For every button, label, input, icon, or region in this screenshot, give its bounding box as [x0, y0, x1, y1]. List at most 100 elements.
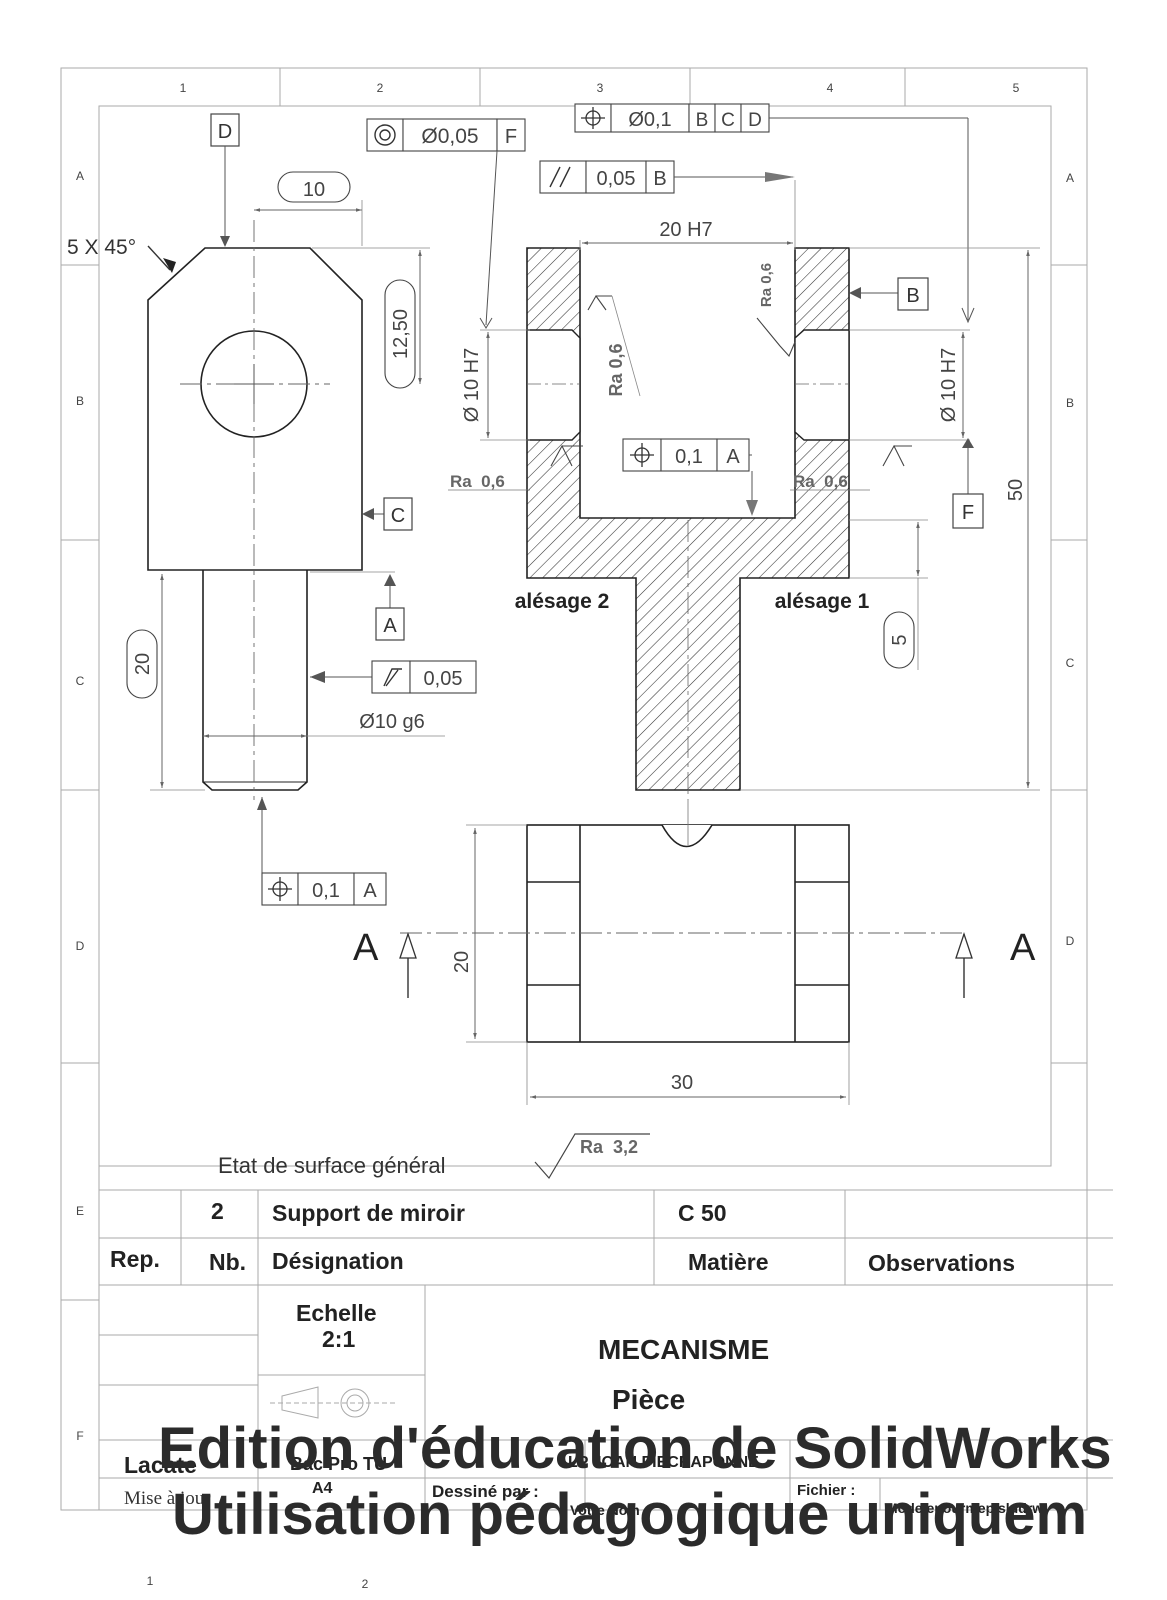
grid-row-d-right: D: [1066, 934, 1075, 948]
fcf-concentricity-datum: F: [505, 126, 517, 148]
datum-c-box: [383, 497, 413, 531]
runout-value: 0,05: [424, 668, 463, 690]
datum-f-label: F: [962, 502, 974, 524]
dim-shaft-length: 20: [132, 653, 154, 675]
tb-echelle-value: 2:1: [322, 1326, 356, 1352]
concentricity-icon: [374, 124, 396, 146]
label-alesage-2: alésage 2: [515, 590, 610, 613]
title-block: [99, 1189, 1113, 1510]
fcf-parallel-datum: B: [653, 168, 666, 190]
tb-nb-value: 2: [211, 1198, 224, 1224]
position-icon-low: [268, 877, 292, 901]
runout-icon: [383, 668, 402, 687]
roughness-symbol-3: [550, 444, 583, 467]
dim-12-50: 12,50: [390, 309, 412, 359]
grid-bottom-col-2: 2: [362, 1577, 369, 1591]
grid-row-b-left: B: [76, 394, 84, 408]
dim-bore-width: 20 H7: [659, 219, 712, 241]
grid-col-3: 3: [597, 81, 604, 95]
tb-fichier-value: Modelepourmep.slddrw: [886, 1500, 1044, 1516]
tb-echelle-label: Echelle: [296, 1300, 377, 1326]
tb-row-bac: Bac Pro TU: [290, 1454, 388, 1474]
dim-hole-left: Ø 10 H7: [461, 348, 483, 422]
datum-b-label: B: [906, 285, 919, 307]
grid-row-b-right: B: [1066, 396, 1074, 410]
datum-f-box: [952, 493, 984, 529]
grid-col-4: 4: [827, 81, 834, 95]
watermark-line-2: Utilisation pédagogique uniquem: [172, 1482, 1088, 1547]
fcf-low-value: 0,1: [312, 880, 340, 902]
tb-votre-nom: Votre Nom: [570, 1502, 640, 1518]
general-finish-symbol: [534, 1133, 650, 1180]
dim-height-total: 50: [1005, 479, 1027, 501]
tb-row-lacate: Lacate: [124, 1452, 197, 1478]
grid-row-c-left: C: [76, 674, 85, 688]
grid-row-a-right: A: [1066, 171, 1074, 185]
tb-designation-header: Désignation: [272, 1248, 404, 1274]
grid-row-c-right: C: [1066, 656, 1075, 670]
tb-nb-header: Nb.: [209, 1249, 247, 1275]
tb-matiere-value: C 50: [678, 1200, 727, 1226]
position-icon-mid: [630, 443, 654, 467]
grid-bottom-col-1: 1: [147, 1574, 154, 1588]
grid-col-5: 5: [1013, 81, 1020, 95]
fcf-top-datum-2: C: [721, 110, 735, 131]
fcf-concentricity-value: Ø0,05: [421, 125, 478, 148]
section-view: [526, 247, 850, 800]
grid-col-1: 1: [180, 81, 187, 95]
tb-matiere-header: Matière: [688, 1249, 769, 1275]
label-alesage-1: alésage 1: [775, 590, 870, 613]
left-view: [147, 247, 363, 791]
position-icon-top: [581, 107, 605, 129]
roughness-symbol-4: [882, 444, 912, 467]
chamfer-note: 5 X 45°: [67, 236, 136, 259]
tb-piece: Pièce: [612, 1384, 686, 1415]
tb-rep-header: Rep.: [110, 1246, 160, 1272]
dim-bottom-height: 20: [451, 951, 473, 973]
datum-c-label: C: [391, 505, 405, 527]
ra-inner-left: Ra 0,6: [606, 343, 626, 396]
ra-left-low: Ra 0,6: [450, 472, 505, 491]
grid-col-2: 2: [377, 81, 384, 95]
grid-row-a-left: A: [76, 169, 84, 183]
roughness-symbol-2: [756, 317, 796, 358]
tb-format: A4: [312, 1480, 333, 1497]
fcf-parallel-value: 0,05: [597, 168, 636, 190]
datum-b-box: [897, 277, 929, 311]
datum-d-label: D: [218, 121, 232, 143]
fcf-low-datum: A: [363, 880, 377, 902]
datum-d-box: [210, 113, 240, 147]
dim-depth-small: 5: [889, 634, 911, 645]
parallelism-icon: [549, 166, 571, 188]
projection-symbol-icon: [270, 1386, 395, 1419]
grid-row-f-left: F: [76, 1429, 83, 1443]
fcf-top-value: Ø0,1: [628, 109, 671, 131]
section-label-right: A: [1010, 927, 1036, 969]
grid-row-e-left: E: [76, 1204, 84, 1218]
grid-row-d-left: D: [76, 939, 85, 953]
fcf-mid-value: 0,1: [675, 446, 703, 468]
ra-right-low: Ra 0,6: [793, 472, 848, 491]
bottom-view: [526, 824, 850, 1043]
section-label-left: A: [353, 927, 379, 969]
datum-a-label: A: [383, 615, 397, 637]
tb-observations-header: Observations: [868, 1250, 1015, 1276]
general-finish-label: Etat de surface général: [218, 1153, 445, 1178]
dim-10: 10: [303, 179, 325, 201]
tb-fichier: Fichier :: [797, 1482, 856, 1499]
ra-inner-right: Ra 0,6: [758, 263, 775, 307]
dim-bottom-width: 30: [671, 1072, 693, 1094]
roughness-symbol-1: [587, 294, 612, 311]
fcf-top-datum-1: B: [696, 110, 709, 131]
tb-row-lp: LP JOAN PIECRAPONNE: [568, 1454, 759, 1471]
tb-dessine-par: Dessiné par :: [432, 1482, 539, 1501]
datum-a-box: [375, 607, 405, 641]
fcf-mid-datum: A: [726, 446, 740, 468]
tb-mise-a-jour: Mise à jour: [124, 1488, 211, 1509]
dim-hole-right: Ø 10 H7: [938, 348, 960, 422]
general-finish-value: Ra 3,2: [580, 1137, 638, 1157]
fcf-top-datum-3: D: [748, 110, 762, 131]
watermark-line-1: Edition d'éducation de SolidWorks: [158, 1416, 1112, 1481]
dim-shaft-diameter: Ø10 g6: [359, 711, 425, 733]
